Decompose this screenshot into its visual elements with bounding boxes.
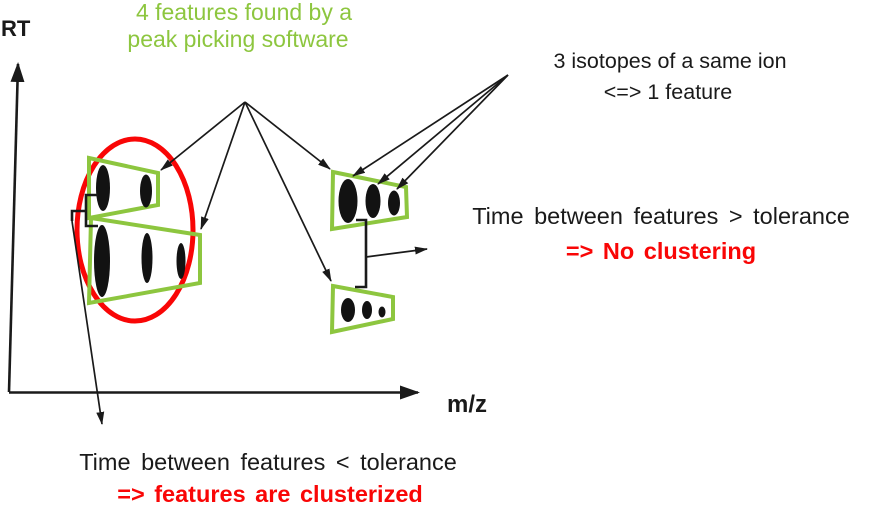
peak-picking-note-line2: peak picking software bbox=[127, 26, 348, 52]
arrow-to-isotope-1 bbox=[352, 74, 509, 177]
peak-picking-note: 4 features found by a peak picking softw… bbox=[127, 0, 352, 52]
isotopes-note: 3 isotopes of a same ion <=> 1 feature bbox=[553, 49, 786, 104]
no-clustering-note: Time between features > tolerance => No … bbox=[472, 203, 850, 264]
clusterized-note: Time between features < tolerance => fea… bbox=[79, 449, 457, 506]
isotope-peak bbox=[176, 243, 186, 279]
clusterized-note-line1: Time between features < tolerance bbox=[79, 449, 457, 475]
cluster-circle bbox=[74, 136, 196, 324]
isotopes-note-line2: <=> 1 feature bbox=[604, 80, 733, 104]
time-gap-left bbox=[70, 193, 105, 425]
isotope-peak bbox=[141, 233, 153, 283]
clusterized-note-line2: => features are clusterized bbox=[117, 481, 423, 506]
arrow-to-isotope-3 bbox=[396, 74, 509, 190]
x-axis-label: m/z bbox=[447, 391, 487, 418]
arrow-to-feature-left-bottom bbox=[200, 101, 246, 230]
isotope-peak bbox=[341, 298, 355, 322]
feature-right-top bbox=[329, 169, 410, 232]
arrow-to-clusterized-note bbox=[71, 220, 105, 425]
axes: RT m/z bbox=[1, 16, 487, 418]
time-gap-bracket-left bbox=[70, 193, 98, 228]
no-clustering-note-line2: => No clustering bbox=[566, 238, 756, 264]
feature-left-top bbox=[87, 155, 160, 221]
isotope-peak bbox=[365, 184, 381, 218]
arrow-to-feature-right-top bbox=[244, 101, 331, 170]
isotope-peak bbox=[140, 174, 152, 208]
feature-box bbox=[329, 283, 395, 335]
isotope-peak bbox=[96, 165, 110, 211]
feature-box bbox=[86, 215, 202, 306]
arrow-to-feature-left-top bbox=[160, 101, 246, 171]
arrow-to-feature-right-bottom bbox=[244, 101, 332, 282]
y-axis-line bbox=[7, 62, 25, 393]
arrow-to-isotope-2 bbox=[377, 74, 509, 185]
feature-box bbox=[87, 155, 160, 221]
isotope-peak bbox=[94, 225, 110, 297]
feature-left-bottom bbox=[86, 215, 202, 306]
y-axis-label: RT bbox=[1, 16, 31, 41]
isotope-peak bbox=[378, 306, 386, 318]
no-clustering-note-line1: Time between features > tolerance bbox=[472, 203, 850, 229]
time-gap-bracket-right bbox=[355, 218, 368, 289]
feature-right-bottom bbox=[329, 283, 395, 335]
time-gap-right bbox=[355, 218, 428, 289]
isotopes-note-line1: 3 isotopes of a same ion bbox=[553, 49, 786, 73]
isotope-peak bbox=[388, 190, 400, 216]
isotope-pointer-arrows bbox=[352, 74, 509, 190]
isotope-peak bbox=[338, 179, 358, 223]
arrow-to-no-clustering-note bbox=[365, 246, 428, 258]
peak-picking-note-line1: 4 features found by a bbox=[136, 0, 352, 25]
feature-pointer-arrows bbox=[160, 101, 332, 282]
isotope-peak bbox=[362, 301, 372, 319]
